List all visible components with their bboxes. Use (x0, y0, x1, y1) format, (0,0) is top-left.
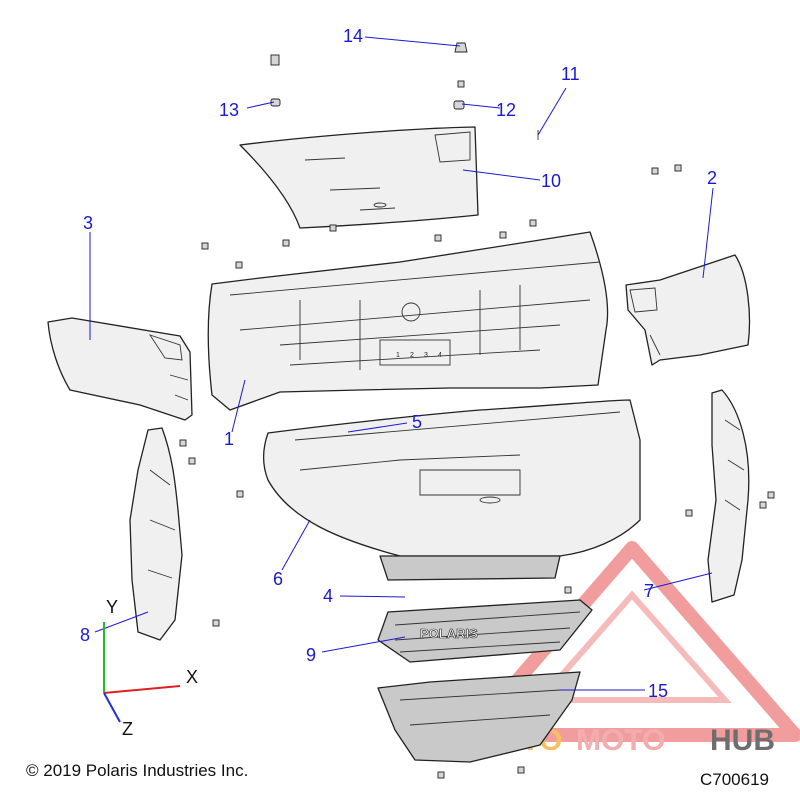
callout-4: 4 (323, 586, 333, 606)
part-7-right-fender (707, 389, 750, 603)
callout-15: 15 (648, 681, 668, 701)
callout-14: 14 (343, 26, 363, 46)
watermark-text-hub: HUB (710, 724, 775, 757)
dash-number-3: 3 (424, 352, 428, 359)
callout-10: 10 (541, 171, 561, 191)
part-2-right-side-panel (625, 254, 751, 366)
callout-5: 5 (412, 412, 422, 432)
small-clips (179, 54, 775, 779)
callout-labels: 14 11 13 12 10 3 2 1 5 6 4 7 8 9 15 (80, 26, 717, 701)
x-axis-line (103, 685, 181, 694)
part-15-lower-skid (377, 671, 581, 763)
callout-2: 2 (707, 168, 717, 188)
axis-triad: Y X Z (103, 597, 198, 739)
watermark-text-moto: MOTO (576, 724, 665, 757)
callout-12: 12 (496, 100, 516, 120)
dash-number-tags: 1 2 3 4 (396, 352, 442, 359)
callout-13: 13 (219, 100, 239, 120)
callout-3: 3 (83, 213, 93, 233)
callout-6: 6 (273, 569, 283, 589)
copyright-text: © 2019 Polaris Industries Inc. (26, 761, 249, 780)
dash-number-1: 1 (396, 352, 400, 359)
x-axis-label: X (186, 667, 198, 687)
part-9-grille: POLARIS (377, 599, 593, 663)
part-1-front-bulkhead (207, 231, 609, 411)
dash-number-4: 4 (438, 352, 442, 359)
dash-number-2: 2 (410, 352, 414, 359)
callout-9: 9 (306, 645, 316, 665)
part-8-left-fender (129, 427, 183, 641)
callout-11: 11 (561, 64, 580, 84)
grille-badge-text: POLARIS (420, 626, 478, 641)
z-axis-label: Z (122, 719, 133, 739)
y-axis-label: Y (106, 597, 118, 617)
part-6-front-hood (262, 399, 641, 581)
part-14-fastener (454, 42, 468, 53)
leader-lines (89, 36, 714, 691)
callout-7: 7 (644, 581, 654, 601)
part-10-hood-panel (239, 126, 479, 229)
callout-8: 8 (80, 625, 90, 645)
callout-1: 1 (224, 429, 234, 449)
part-12-nut (453, 100, 465, 110)
diagram-code: C700619 (700, 770, 770, 789)
z-axis-line (103, 692, 121, 723)
watermark-inner-triangle (533, 590, 732, 703)
part-3-left-side-panel (47, 317, 193, 421)
